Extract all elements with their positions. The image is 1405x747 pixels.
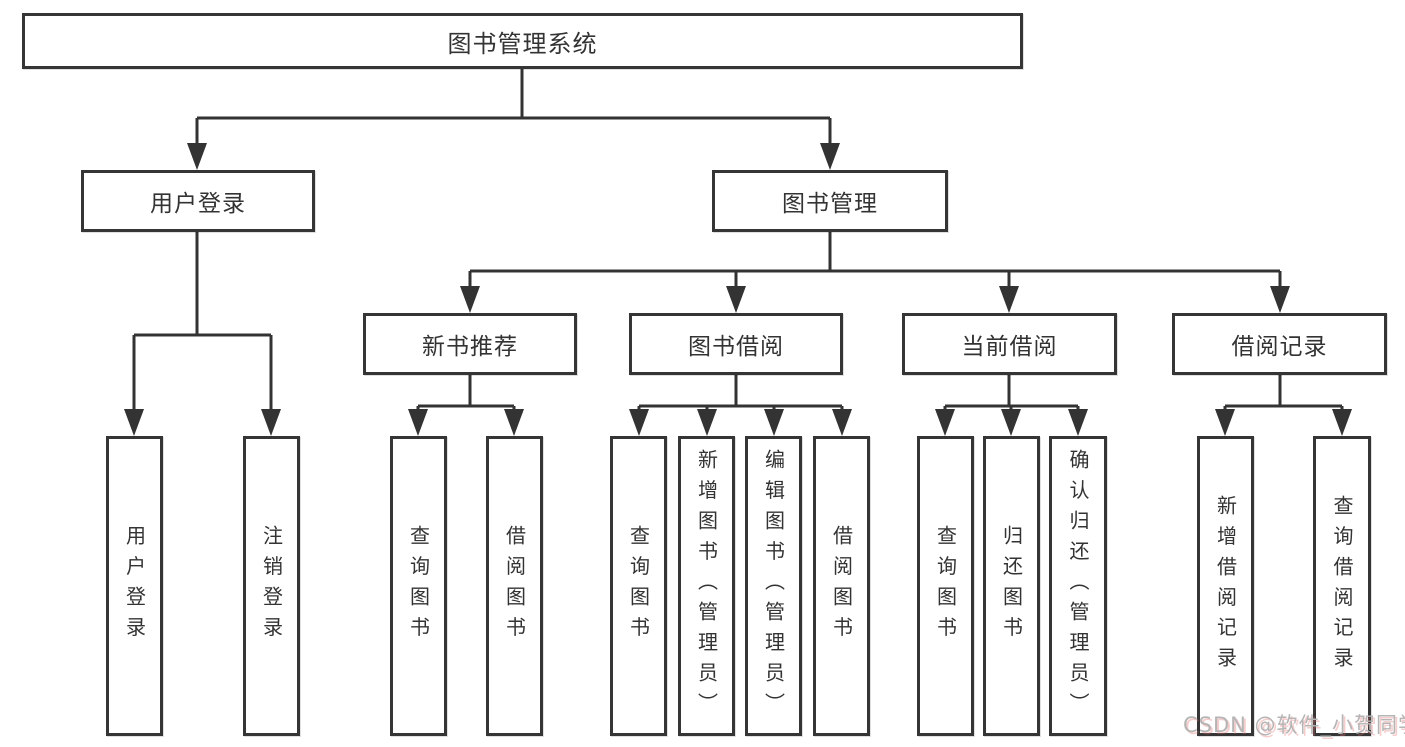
arrowhead-icon — [1001, 409, 1021, 436]
arrowhead-icon — [935, 409, 955, 436]
node-new-book-recommend: 新书推荐 — [363, 313, 577, 375]
node-root-library-system: 图书管理系统 — [22, 13, 1023, 69]
arrowhead-icon — [629, 409, 649, 436]
node-label: 当前借阅 — [961, 334, 1058, 360]
connector-currentborrow-to-leaves — [943, 375, 1080, 412]
arrowheads — [124, 143, 1352, 436]
node-label: 图书借阅 — [688, 334, 784, 360]
connector-bookborrow-to-leaves — [637, 375, 844, 412]
node-label: 借阅图书 — [829, 525, 854, 647]
connector-userlogin-to-leaves — [132, 232, 273, 412]
node-label: 新书推荐 — [422, 334, 518, 360]
connector-root-to-level2 — [195, 68, 832, 146]
node-label: 查询图书 — [933, 525, 958, 647]
arrowhead-icon — [261, 409, 281, 436]
arrowhead-icon — [1068, 409, 1088, 436]
arrowhead-icon — [408, 409, 428, 436]
connector-lines — [132, 68, 1344, 412]
node-label: 图书管理 — [782, 191, 878, 217]
leaf-current-return-books: 归还图书 — [983, 436, 1040, 736]
node-borrow-record: 借阅记录 — [1172, 313, 1387, 375]
node-label: 新增借阅记录 — [1213, 494, 1238, 678]
leaf-borrow-add-books-admin: 新增图书（管理员） — [678, 436, 735, 736]
leaf-borrow-borrow-books: 借阅图书 — [813, 436, 870, 736]
node-user-login: 用户登录 — [81, 170, 315, 232]
arrowhead-icon — [999, 286, 1019, 313]
csdn-watermark: CSDN @软件_小贺同学 — [1183, 713, 1405, 737]
node-book-management: 图书管理 — [712, 170, 948, 232]
leaf-newbook-borrow-books: 借阅图书 — [486, 436, 543, 736]
node-label: 借阅记录 — [1231, 334, 1328, 360]
node-book-borrow: 图书借阅 — [629, 313, 843, 375]
leaf-current-confirm-return-admin: 确认归还（管理员） — [1049, 436, 1107, 736]
arrowhead-icon — [504, 409, 524, 436]
node-label: 用户登录 — [150, 191, 246, 217]
node-label: 编辑图书（管理员） — [761, 449, 786, 723]
node-label: 新增图书（管理员） — [694, 449, 719, 723]
node-current-borrow: 当前借阅 — [902, 313, 1117, 375]
leaf-record-add-borrow-record: 新增借阅记录 — [1197, 436, 1254, 736]
arrowhead-icon — [187, 143, 207, 170]
arrowhead-icon — [1215, 409, 1235, 436]
node-label: 归还图书 — [999, 525, 1024, 647]
arrowhead-icon — [726, 286, 746, 313]
node-label: 查询图书 — [406, 525, 431, 647]
leaf-record-query-borrow-record: 查询借阅记录 — [1313, 436, 1371, 736]
leaf-current-query-books: 查询图书 — [917, 436, 974, 736]
arrowhead-icon — [820, 143, 840, 170]
node-label: 注销登录 — [259, 525, 284, 647]
connector-bookmgmt-to-level3 — [468, 232, 1282, 289]
leaf-user-login: 用户登录 — [106, 436, 163, 736]
arrowhead-icon — [1332, 409, 1352, 436]
arrowhead-icon — [832, 409, 852, 436]
node-label: 用户登录 — [122, 525, 147, 647]
connector-newbook-to-leaves — [416, 375, 516, 412]
node-label: 确认归还（管理员） — [1066, 449, 1090, 723]
leaf-newbook-query-books: 查询图书 — [390, 436, 447, 736]
node-label: 借阅图书 — [502, 525, 527, 647]
connector-borrowrecord-to-leaves — [1223, 375, 1344, 412]
leaf-logout: 注销登录 — [243, 436, 300, 736]
arrowhead-icon — [1270, 286, 1290, 313]
node-label: 查询借阅记录 — [1330, 494, 1354, 678]
arrowhead-icon — [697, 409, 717, 436]
leaf-borrow-query-books: 查询图书 — [610, 436, 667, 736]
node-label: 查询图书 — [626, 525, 651, 647]
leaf-borrow-edit-books-admin: 编辑图书（管理员） — [745, 436, 802, 736]
arrowhead-icon — [764, 409, 784, 436]
arrowhead-icon — [460, 286, 480, 313]
arrowhead-icon — [124, 409, 144, 436]
node-label: 图书管理系统 — [447, 29, 598, 58]
